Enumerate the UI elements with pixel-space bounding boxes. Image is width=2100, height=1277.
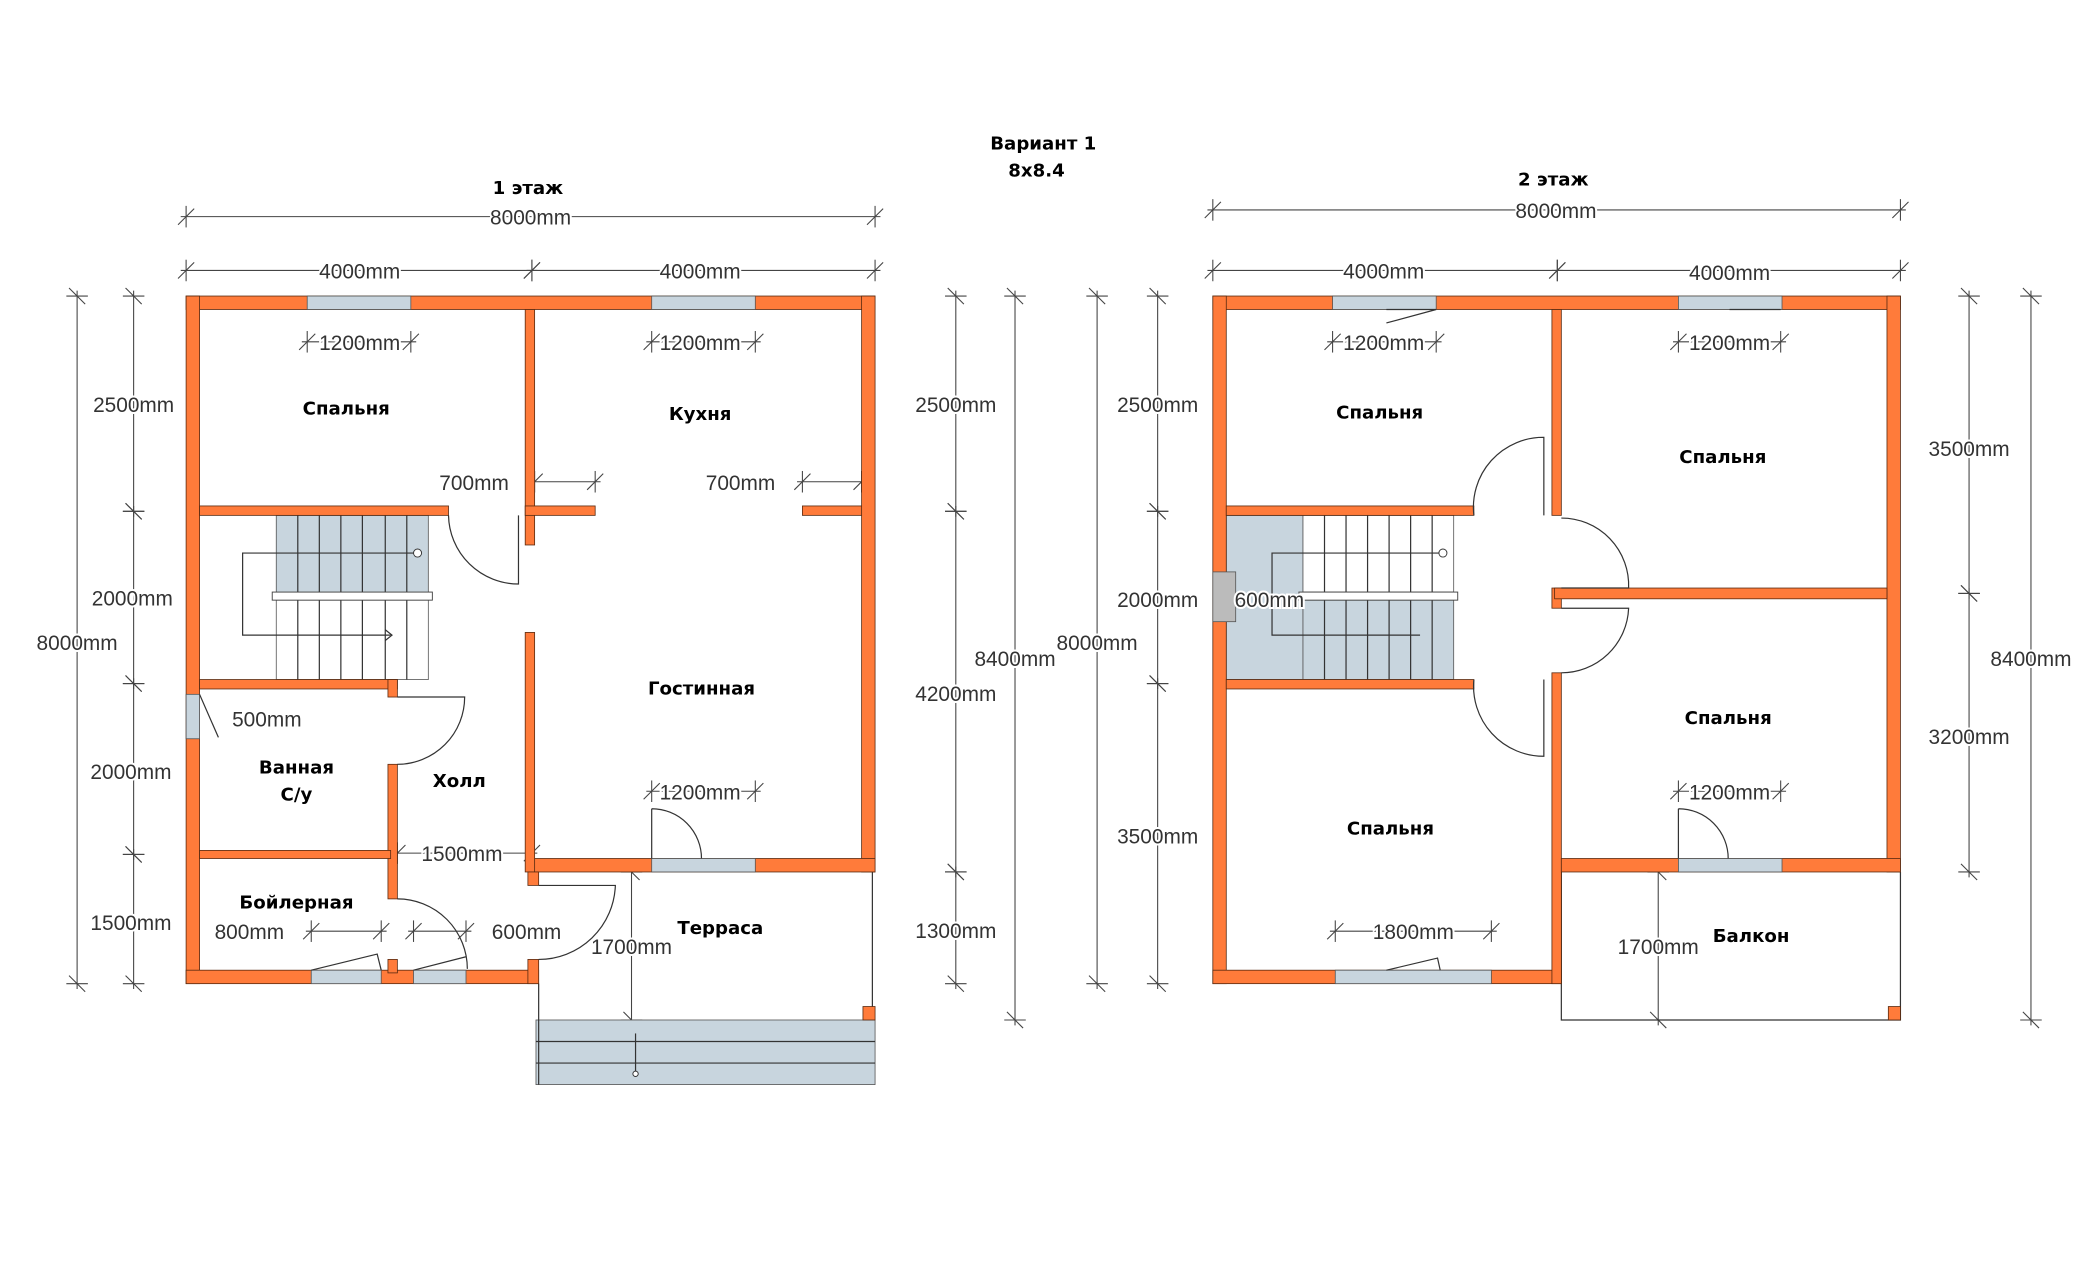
dim-label: 1200mm bbox=[660, 332, 741, 355]
dim-label: 1300mm bbox=[915, 920, 996, 943]
dim-label: 1700mm bbox=[591, 936, 672, 959]
floor-1-dimension-labels: 8000mm 4000mm 4000mm 1200mm 1200mm 2500m… bbox=[35, 205, 1058, 961]
doors-floor-1 bbox=[199, 515, 703, 971]
window-kitchen bbox=[651, 295, 756, 310]
terrace-steps bbox=[535, 1019, 876, 1085]
dim-label: 8400mm bbox=[974, 648, 1055, 671]
floor-2-dimension-labels: 8000mm 4000mm 4000mm 1200mm 1200mm 2500m… bbox=[1055, 198, 2074, 961]
dim-label: 4000mm bbox=[1689, 262, 1770, 285]
dim-label: 1200mm bbox=[660, 781, 741, 804]
dim-label: 600mm bbox=[492, 921, 562, 944]
door-balcony bbox=[1678, 858, 1783, 873]
floor-2-plan bbox=[1212, 295, 1902, 1021]
dim-label: 2500mm bbox=[93, 394, 174, 417]
window-boiler bbox=[310, 969, 382, 985]
dim-label: 1200mm bbox=[1689, 781, 1770, 804]
room-label-bedroom-bl: Спальня bbox=[1347, 818, 1434, 839]
floor-1-title: 1 этаж bbox=[493, 178, 564, 199]
dim-label: 4000mm bbox=[319, 261, 400, 284]
dim-label: 8000mm bbox=[37, 632, 118, 655]
dim-label: 1700mm bbox=[1618, 936, 1699, 959]
window-bath bbox=[185, 693, 200, 740]
dim-label: 2500mm bbox=[915, 394, 996, 417]
dim-label: 1200mm bbox=[1689, 332, 1770, 355]
dim-label: 1800mm bbox=[1373, 921, 1454, 944]
staircase-floor-1 bbox=[242, 514, 433, 680]
room-label-wc: С/у bbox=[281, 785, 313, 806]
dim-label: 1200mm bbox=[319, 332, 400, 355]
window-bedroom-tl bbox=[1332, 295, 1437, 310]
dim-label: 3500mm bbox=[1117, 826, 1198, 849]
dim-label: 8000mm bbox=[1515, 200, 1596, 223]
room-label-bedroom-br: Спальня bbox=[1685, 708, 1772, 729]
dim-label: 2000mm bbox=[92, 588, 173, 611]
room-label-boiler: Бойлерная bbox=[239, 892, 353, 913]
dim-label: 3500mm bbox=[1929, 438, 2010, 461]
dim-label: 8400mm bbox=[1990, 648, 2071, 671]
house-size: 8x8.4 bbox=[1008, 160, 1065, 181]
window-hall bbox=[413, 969, 467, 985]
room-label-bedroom: Спальня bbox=[303, 398, 390, 419]
dim-label: 700mm bbox=[439, 472, 509, 495]
dim-label: 700mm bbox=[706, 472, 776, 495]
room-label-kitchen: Кухня bbox=[669, 404, 732, 425]
staircase-floor-2 bbox=[1225, 514, 1459, 680]
window-bedroom-bl bbox=[1334, 969, 1492, 985]
dim-label: 500mm bbox=[232, 709, 302, 732]
dim-label: 1500mm bbox=[90, 912, 171, 935]
window-bedroom bbox=[306, 295, 412, 310]
dim-label: 600mm bbox=[1235, 589, 1305, 612]
room-label-balcony: Балкон bbox=[1713, 926, 1790, 947]
window-stair bbox=[1212, 571, 1237, 623]
dim-label: 4200mm bbox=[915, 683, 996, 706]
variant-title: Вариант 1 bbox=[990, 133, 1096, 154]
dim-label: 1200mm bbox=[1343, 332, 1424, 355]
dim-label: 8000mm bbox=[490, 207, 571, 230]
room-label-living: Гостинная bbox=[648, 678, 755, 699]
dim-label: 2000mm bbox=[1117, 589, 1198, 612]
room-label-hall: Холл bbox=[433, 771, 486, 792]
door-living-terrace bbox=[651, 858, 756, 873]
dim-label: 800mm bbox=[215, 921, 285, 944]
dim-label: 2500mm bbox=[1117, 394, 1198, 417]
floor-1-plan bbox=[185, 295, 876, 1085]
dim-label: 3200mm bbox=[1929, 726, 2010, 749]
doors-floor-2 bbox=[1386, 308, 1781, 971]
dim-label: 8000mm bbox=[1057, 632, 1138, 655]
room-label-terrace: Терраса bbox=[677, 918, 763, 939]
floor-2-title: 2 этаж bbox=[1518, 170, 1589, 191]
room-label-bath: Ванная bbox=[259, 758, 334, 779]
dim-label: 2000mm bbox=[90, 761, 171, 784]
room-label-bedroom-tr: Спальня bbox=[1679, 447, 1766, 468]
window-bedroom-tr bbox=[1678, 295, 1783, 310]
dimension-lines bbox=[66, 199, 2042, 1029]
dim-label: 1500mm bbox=[421, 843, 502, 866]
dim-label: 4000mm bbox=[1343, 261, 1424, 284]
room-label-bedroom-tl: Спальня bbox=[1336, 402, 1423, 423]
dim-label: 4000mm bbox=[660, 261, 741, 284]
